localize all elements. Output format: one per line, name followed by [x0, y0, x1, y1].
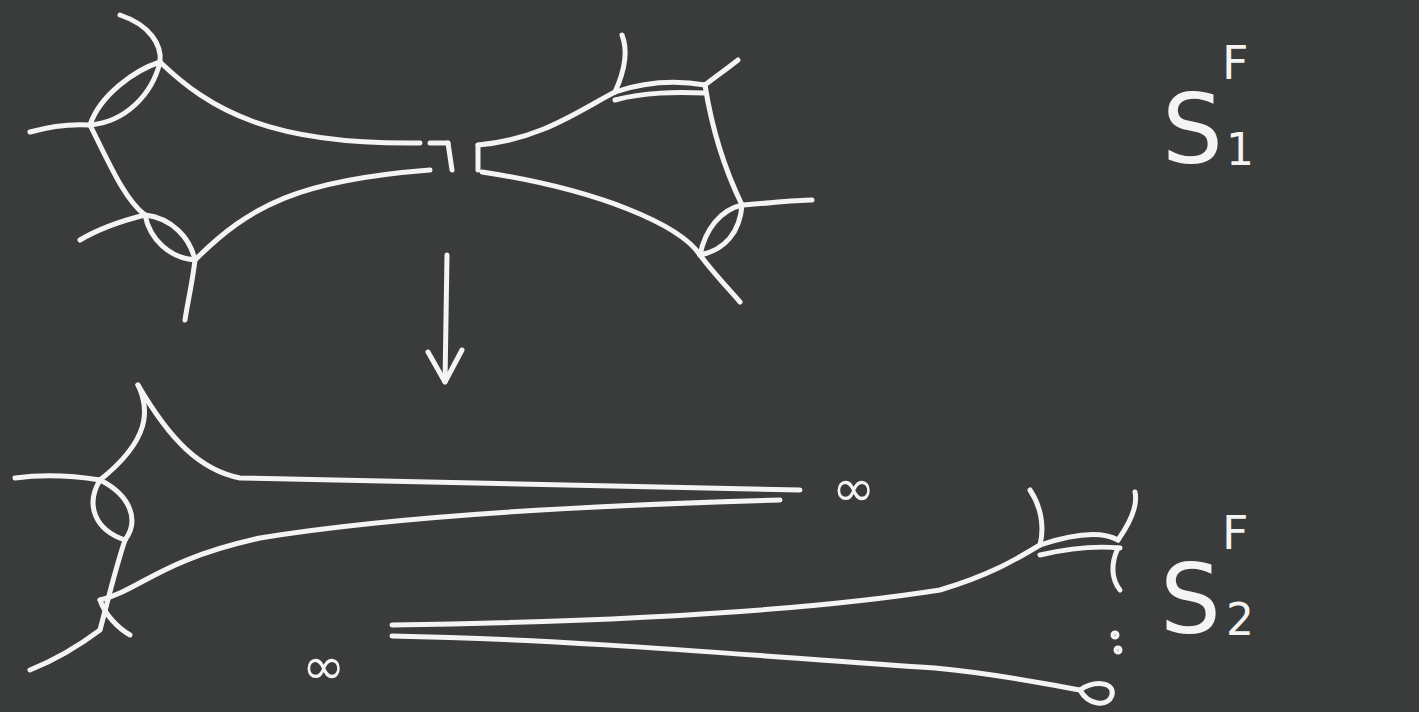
cuff — [615, 93, 705, 100]
cuff — [93, 480, 125, 540]
boundary-leg — [30, 540, 125, 670]
surface-edge — [138, 385, 800, 490]
cuff — [1040, 535, 1118, 545]
cuff — [145, 215, 195, 260]
cuff — [100, 480, 132, 540]
boundary-leg — [615, 35, 625, 92]
superscript: F — [1222, 40, 1248, 86]
degeneration-arrow — [428, 255, 462, 382]
boundary-loop — [1080, 684, 1112, 704]
surface-bottom-right — [392, 490, 1136, 703]
boundary-leg — [120, 15, 160, 62]
cuff — [100, 600, 130, 635]
surface-edge — [100, 385, 145, 480]
chalk-dot — [1116, 648, 1120, 652]
surface-edge — [160, 62, 420, 143]
surface-edge — [90, 125, 145, 215]
surface-edge — [482, 172, 700, 255]
boundary-leg — [1030, 490, 1042, 545]
cut-mark — [476, 145, 481, 170]
infinity-mark: ∞ — [302, 640, 345, 692]
boundary-leg — [80, 215, 145, 240]
cuff — [700, 205, 742, 255]
surface-edge — [478, 92, 615, 145]
surface-edge — [705, 85, 742, 205]
infinity-mark: ∞ — [832, 462, 875, 514]
surface-top-right — [478, 35, 812, 302]
boundary-leg — [15, 476, 100, 480]
boundary-leg — [1113, 548, 1120, 590]
arrow-shaft — [445, 255, 447, 382]
boundary-leg — [185, 260, 195, 320]
surface-symbol: S — [1162, 82, 1223, 178]
boundary-leg — [700, 255, 740, 302]
cuff — [90, 62, 160, 125]
boundary-leg — [742, 200, 812, 205]
subscript: 1 — [1226, 128, 1254, 172]
cuff — [145, 215, 195, 260]
cuff — [1040, 547, 1120, 555]
cut-mark — [448, 143, 452, 170]
cuff — [90, 62, 160, 125]
surface-edge — [430, 141, 448, 146]
surface-edge — [392, 545, 1040, 625]
boundary-leg — [1118, 492, 1136, 540]
surface-symbol: S — [1160, 552, 1221, 648]
boundary-leg — [705, 60, 738, 85]
superscript: F — [1222, 510, 1248, 556]
chalk-dot — [1113, 633, 1117, 637]
surface-edge — [100, 500, 780, 600]
surface-edge — [392, 636, 1080, 690]
arrow-head — [428, 350, 462, 382]
surface-top-left — [30, 15, 452, 320]
subscript: 2 — [1226, 598, 1254, 642]
cuff — [700, 205, 742, 255]
boundary-leg — [30, 125, 90, 132]
surface-edge — [195, 170, 430, 260]
